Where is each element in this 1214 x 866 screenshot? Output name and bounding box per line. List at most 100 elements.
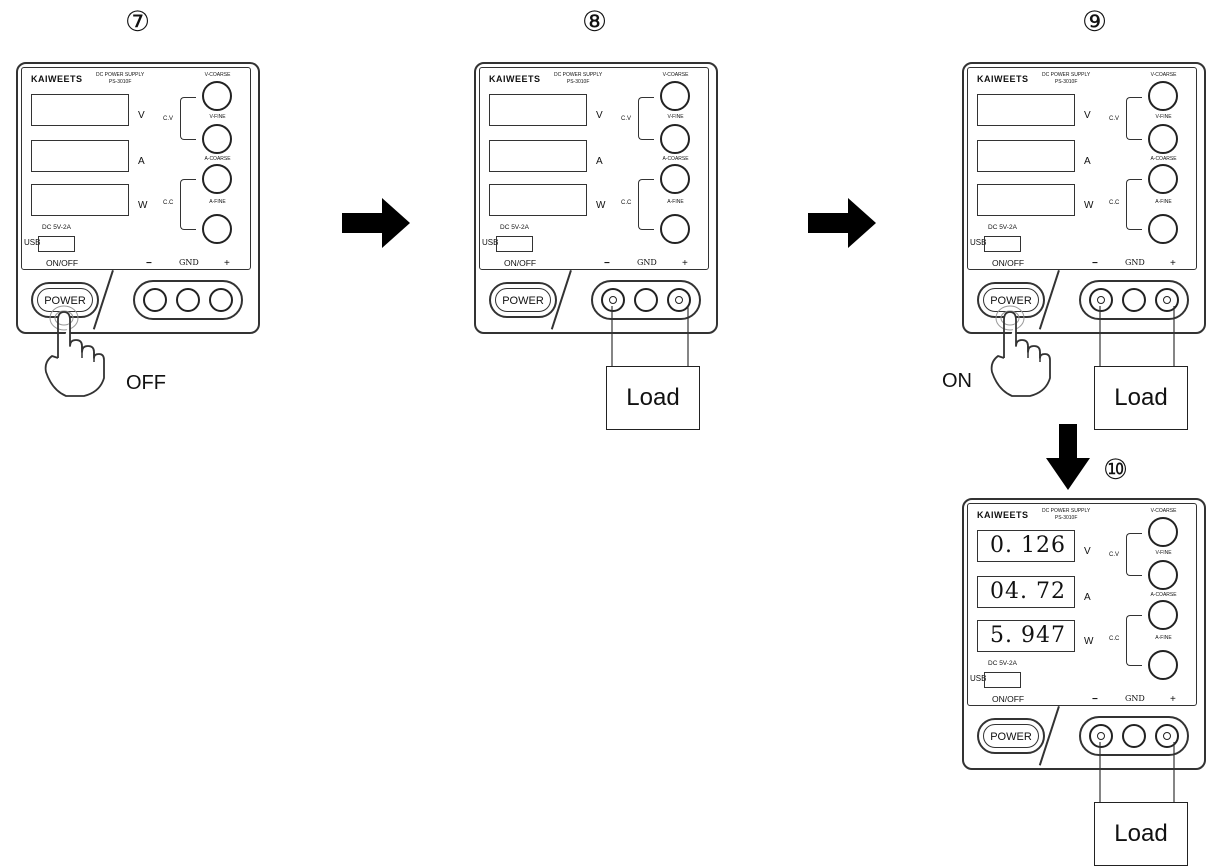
usb-port[interactable] xyxy=(38,236,75,252)
brand-logo: KAIWEETS xyxy=(31,74,83,84)
load-box-step-9: Load xyxy=(1094,366,1188,430)
power-button[interactable]: POWER xyxy=(977,718,1045,754)
terminal-minus-label: − xyxy=(1092,258,1098,269)
cv-bracket xyxy=(1126,97,1142,140)
a-fine-knob[interactable] xyxy=(1148,214,1178,244)
unit-w: W xyxy=(1084,200,1094,211)
cc-bracket xyxy=(1126,179,1142,230)
a-fine-label: A-FINE xyxy=(1155,199,1172,205)
brand-logo: KAIWEETS xyxy=(977,510,1029,520)
cv-bracket xyxy=(1126,533,1142,576)
v-coarse-knob[interactable] xyxy=(1148,81,1178,111)
voltage-display xyxy=(977,94,1075,126)
terminal-positive[interactable] xyxy=(667,288,691,312)
a-fine-label: A-FINE xyxy=(667,199,684,205)
usb-port[interactable] xyxy=(984,236,1021,252)
unit-v: V xyxy=(1084,546,1091,557)
onoff-label: ON/OFF xyxy=(504,258,537,268)
terminal-group xyxy=(133,280,243,320)
power-button[interactable]: POWER xyxy=(489,282,557,318)
front-panel xyxy=(967,503,1197,706)
usb-label: USB xyxy=(970,238,987,247)
down-arrow-icon xyxy=(1046,424,1090,490)
a-coarse-knob[interactable] xyxy=(660,164,690,194)
cc-mode-label: C.C xyxy=(621,200,632,206)
front-panel xyxy=(21,67,251,270)
v-coarse-label: V-COARSE xyxy=(662,72,689,78)
a-coarse-knob[interactable] xyxy=(202,164,232,194)
terminal-ground[interactable] xyxy=(176,288,200,312)
unit-v: V xyxy=(138,110,145,121)
v-coarse-knob[interactable] xyxy=(660,81,690,111)
terminal-group xyxy=(1079,716,1189,756)
v-coarse-knob[interactable] xyxy=(1148,517,1178,547)
a-fine-knob[interactable] xyxy=(1148,650,1178,680)
cv-mode-label: C.V xyxy=(1109,552,1120,558)
terminal-negative[interactable] xyxy=(601,288,625,312)
step-number-10: ⑩ xyxy=(1103,453,1129,486)
terminal-positive[interactable] xyxy=(1155,288,1179,312)
step-number-9: ⑨ xyxy=(1082,5,1108,38)
terminal-minus-label: − xyxy=(146,258,152,269)
unit-a: A xyxy=(1084,156,1091,167)
v-fine-label: V-FINE xyxy=(1155,550,1172,556)
a-fine-knob[interactable] xyxy=(202,214,232,244)
terminal-negative[interactable] xyxy=(1089,288,1113,312)
usb-port[interactable] xyxy=(496,236,533,252)
cv-bracket xyxy=(180,97,196,140)
cc-mode-label: C.C xyxy=(1109,636,1120,642)
usb-label: USB xyxy=(482,238,499,247)
terminal-plus-label: + xyxy=(682,258,688,269)
terminal-positive[interactable] xyxy=(1155,724,1179,748)
on-caption: ON xyxy=(942,370,972,392)
usb-label: USB xyxy=(970,674,987,683)
terminal-positive[interactable] xyxy=(209,288,233,312)
brand-logo: KAIWEETS xyxy=(489,74,541,84)
a-coarse-knob[interactable] xyxy=(1148,600,1178,630)
v-coarse-knob[interactable] xyxy=(202,81,232,111)
onoff-label: ON/OFF xyxy=(46,258,79,268)
pressing-hand-icon xyxy=(44,305,105,397)
terminal-plus-label: + xyxy=(1170,694,1176,705)
cv-mode-label: C.V xyxy=(163,116,174,122)
terminal-gnd-label: GND xyxy=(1125,258,1145,267)
cc-mode-label: C.C xyxy=(163,200,174,206)
usb-spec-label: DC 5V-2A xyxy=(988,660,1017,667)
a-fine-label: A-FINE xyxy=(209,199,226,205)
a-fine-knob[interactable] xyxy=(660,214,690,244)
front-panel xyxy=(479,67,709,270)
terminal-negative[interactable] xyxy=(1089,724,1113,748)
usb-spec-label: DC 5V-2A xyxy=(988,224,1017,231)
v-fine-knob[interactable] xyxy=(660,124,690,154)
terminal-minus-label: − xyxy=(604,258,610,269)
v-fine-knob[interactable] xyxy=(1148,560,1178,590)
unit-a: A xyxy=(1084,592,1091,603)
current-display xyxy=(489,140,587,172)
cc-bracket xyxy=(1126,615,1142,666)
a-coarse-label: A-COARSE xyxy=(662,156,689,162)
unit-a: A xyxy=(596,156,603,167)
unit-v: V xyxy=(596,110,603,121)
terminal-ground[interactable] xyxy=(634,288,658,312)
unit-a: A xyxy=(138,156,145,167)
a-coarse-label: A-COARSE xyxy=(1150,156,1177,162)
voltage-display: 0. 126 xyxy=(977,530,1075,562)
terminal-ground[interactable] xyxy=(1122,724,1146,748)
terminal-negative[interactable] xyxy=(143,288,167,312)
a-coarse-knob[interactable] xyxy=(1148,164,1178,194)
terminal-ground[interactable] xyxy=(1122,288,1146,312)
v-fine-knob[interactable] xyxy=(202,124,232,154)
brand-logo: KAIWEETS xyxy=(977,74,1029,84)
usb-port[interactable] xyxy=(984,672,1021,688)
cc-bracket xyxy=(638,179,654,230)
v-fine-knob[interactable] xyxy=(1148,124,1178,154)
terminal-group xyxy=(591,280,701,320)
power-button-label: POWER xyxy=(983,724,1039,748)
